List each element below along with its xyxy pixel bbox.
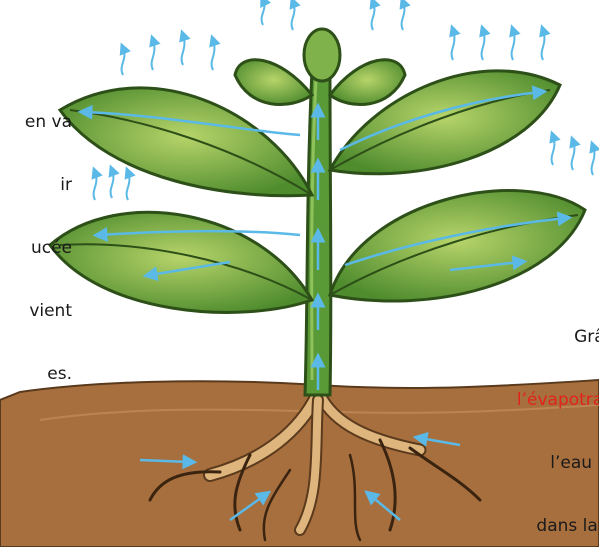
left-caption-line-5: es. bbox=[0, 364, 72, 385]
left-caption-line-2: ir bbox=[0, 175, 72, 196]
left-caption: en va ir ucée vient es. bbox=[0, 70, 72, 406]
right-caption-line-3: l’eau m bbox=[454, 453, 599, 474]
leaf-left-lower bbox=[50, 212, 312, 312]
left-caption-line-4: vient bbox=[0, 301, 72, 322]
right-caption-line-1: Grâc bbox=[454, 327, 599, 348]
bud bbox=[304, 29, 340, 81]
left-caption-line-1: en va bbox=[0, 112, 72, 133]
right-caption-line-4: dans la p bbox=[454, 516, 599, 537]
right-caption: Grâc l’évapotran l’eau m dans la p bbox=[454, 285, 599, 558]
leaf-top-right bbox=[330, 60, 405, 105]
right-caption-line-2: l’évapotran bbox=[454, 390, 599, 411]
leaf-top-left bbox=[235, 60, 312, 105]
left-caption-line-3: ucée bbox=[0, 238, 72, 259]
